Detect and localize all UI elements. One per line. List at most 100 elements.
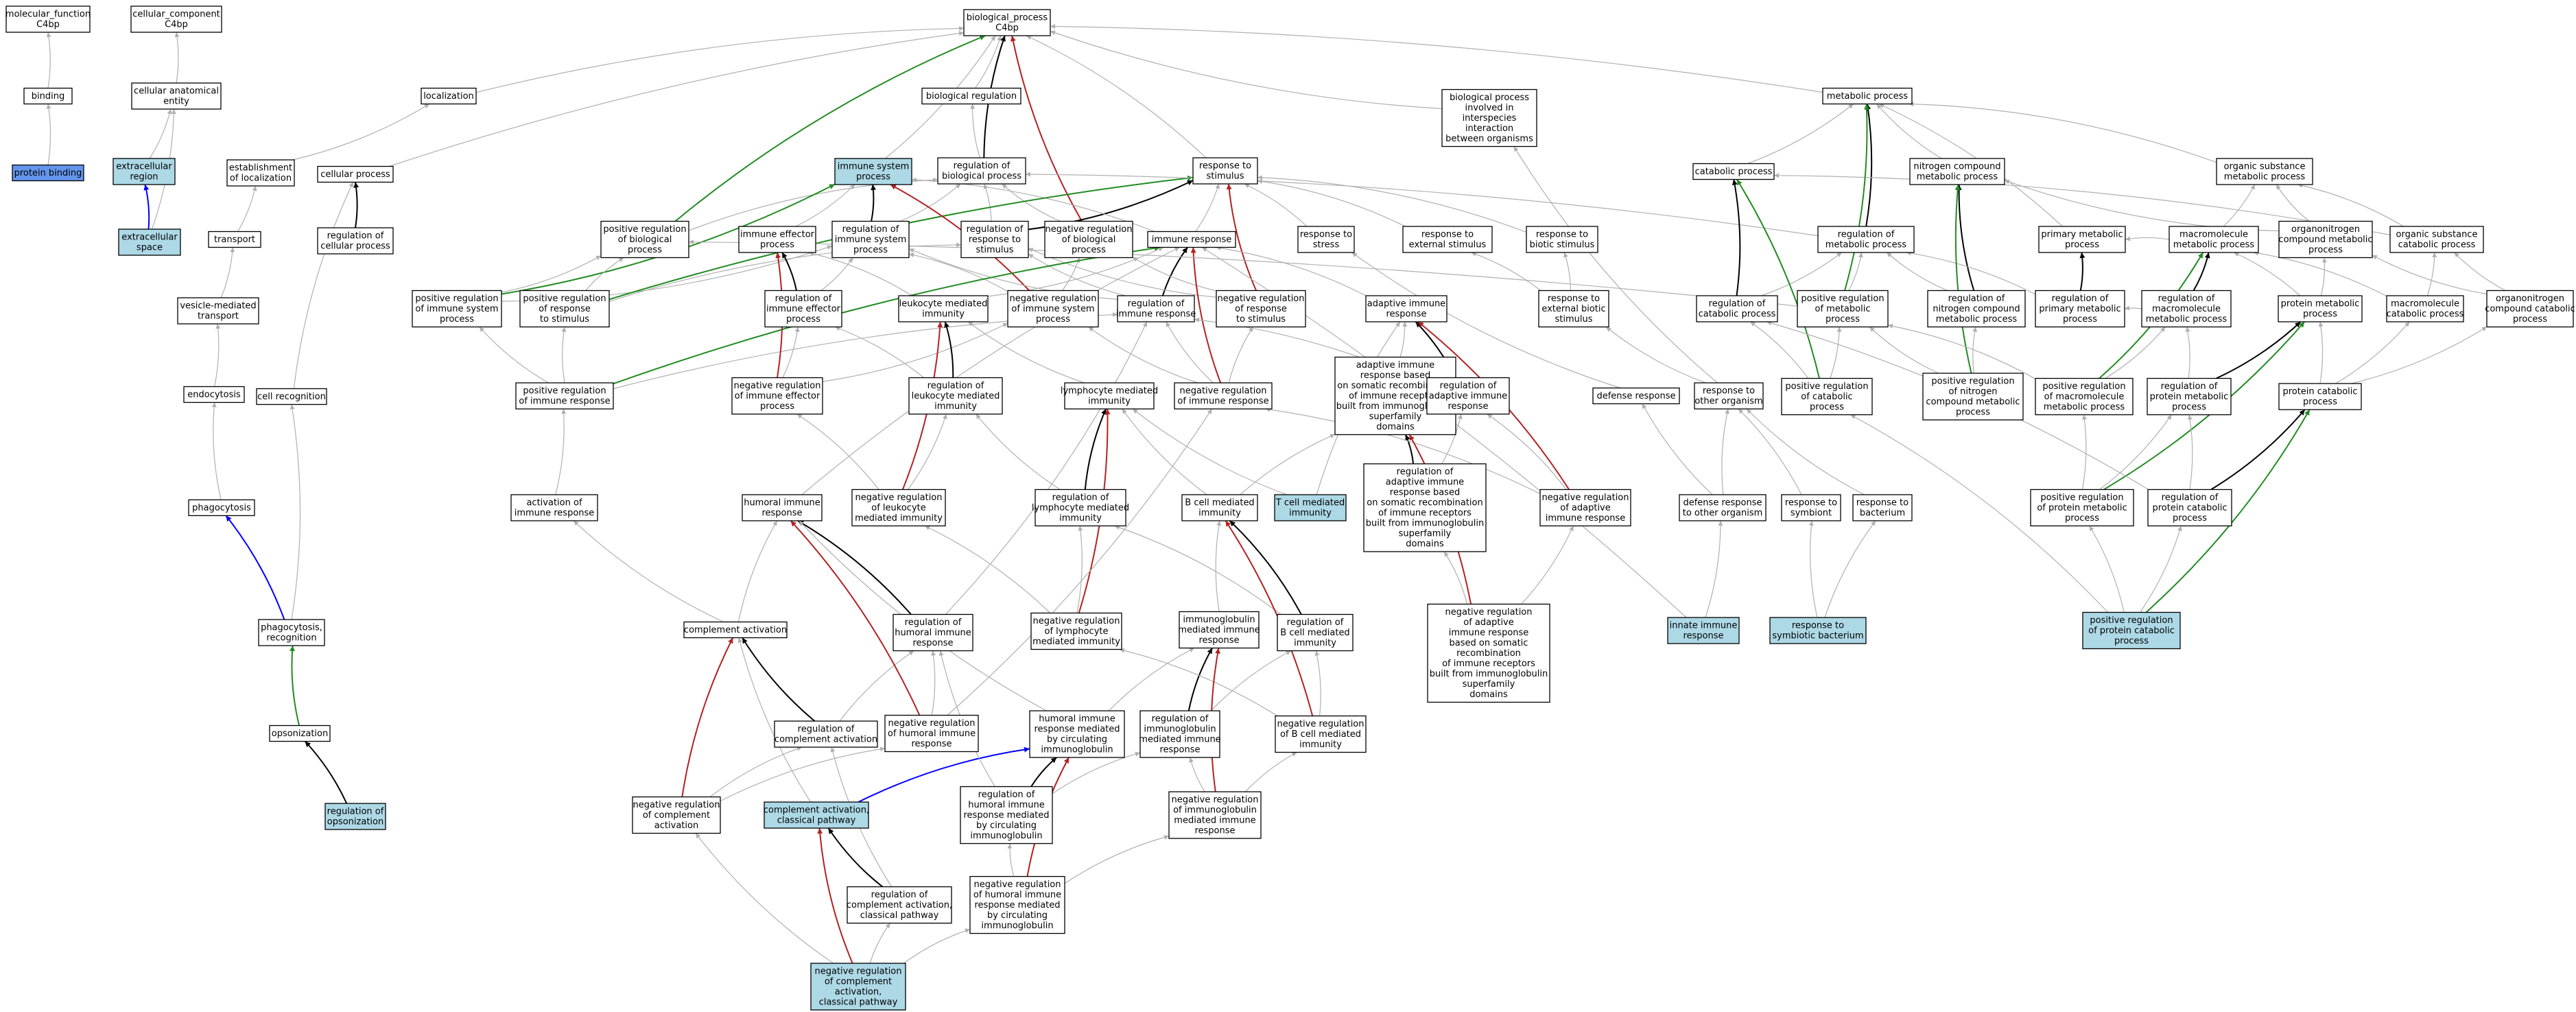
go-term-node-defense-resp[interactable]: defense response: [1592, 387, 1680, 405]
go-term-node-transport[interactable]: transport: [208, 231, 261, 248]
go-term-node-bio-reg[interactable]: biological regulation: [921, 87, 1021, 105]
go-term-node-metabolic[interactable]: metabolic process: [1822, 87, 1913, 105]
go-term-node-phago-recog[interactable]: phagocytosis,recognition: [258, 619, 325, 646]
go-term-node-catabolic[interactable]: catabolic process: [1692, 163, 1775, 180]
go-term-node-protein-binding[interactable]: protein binding: [12, 164, 84, 182]
go-term-node-comp-classical[interactable]: complement activation,classical pathway: [764, 801, 869, 829]
go-term-node-localization[interactable]: localization: [421, 87, 477, 105]
go-term-node-binding[interactable]: binding: [23, 87, 73, 105]
go-term-node-complement-act[interactable]: complement activation: [683, 621, 788, 639]
go-term-node-phagocytosis[interactable]: phagocytosis: [188, 499, 255, 517]
go-term-node-opsonization[interactable]: opsonization: [269, 725, 331, 742]
go-term-node-immune-resp[interactable]: immune response: [1147, 231, 1236, 248]
go-term-node-cell-process[interactable]: cellular process: [317, 165, 394, 183]
go-term-node-cell-recog[interactable]: cell recognition: [256, 388, 327, 405]
